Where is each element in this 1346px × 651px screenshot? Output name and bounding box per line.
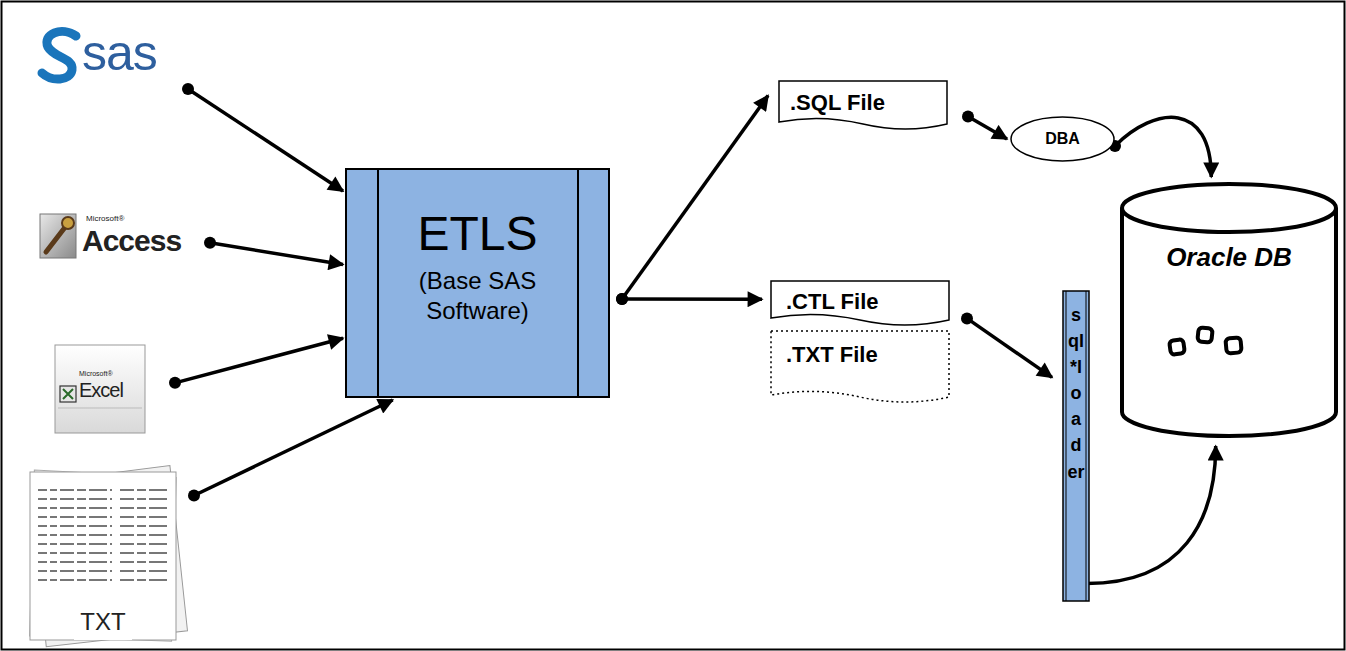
flow-arrow [1115,117,1211,177]
text-file-icon [26,465,188,647]
database-cylinder: Oracle DB [1118,180,1340,442]
excel-icon [55,345,145,433]
sas-logo: sas [38,26,188,80]
flow-arrow [622,297,762,301]
node-label: TXT [74,608,131,640]
node-label: DBA [1045,129,1080,149]
connector-dot [169,377,181,389]
connector-dot [962,110,974,122]
flow-arrow [175,338,343,383]
node-sublabel: Excel [55,378,123,402]
connector-dot [961,312,973,324]
file-document: .TXT File [770,330,950,405]
flow-arrow [210,243,343,265]
node-label: sql*loader [1067,302,1085,485]
flow-arrow [622,96,768,300]
connector-dot [182,83,194,95]
flow-arrow [194,400,393,496]
flow-arrow [968,116,1007,139]
connector-dot [188,490,200,502]
access-icon [40,214,76,258]
node-sublabel: Access [38,224,181,258]
connector-dot [616,293,628,305]
node-outline [1118,180,1340,442]
node-label: sas [38,27,157,79]
sas-logo-mark [42,32,76,80]
node-label: .SQL File [790,90,885,116]
role-ellipse: DBA [1010,116,1115,162]
node-label: Microsoft® [38,214,124,224]
node-sublabel: (Base SAS Software) [387,266,568,326]
flow-arrow [188,89,343,191]
access-logo: Microsoft®Access [38,208,198,264]
loader-bar: sql*loader [1062,290,1090,602]
file-document: .SQL File [778,80,948,132]
node-outline [770,330,950,405]
txt-logo: TXT [28,470,178,640]
node-label: .TXT File [786,342,878,368]
connector-dot [616,293,628,305]
node-label: Oracle DB [1166,242,1292,272]
connector-dot [204,237,216,249]
node-label: Microsoft® [55,345,113,378]
node-label: .CTL File [786,289,879,315]
node-label: ETLS [417,206,537,262]
flow-arrow [967,318,1052,377]
file-document: .CTL File [770,280,950,328]
process-box: ETLS(Base SAS Software) [345,168,610,398]
excel-logo: Microsoft®Excel [55,345,145,433]
flow-arrow [1076,446,1216,584]
